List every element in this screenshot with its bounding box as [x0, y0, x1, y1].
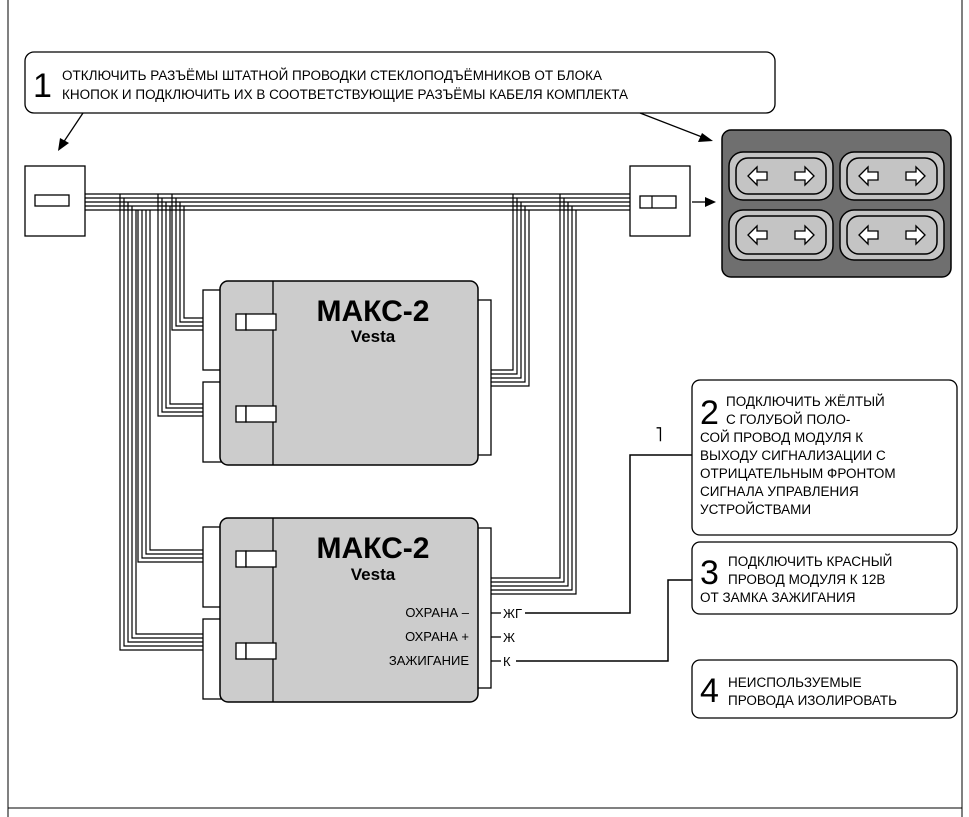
note-1-arrows: [58, 112, 713, 151]
note-2-line-1: ПОДКЛЮЧИТЬ ЖЁЛТЫЙ: [726, 394, 885, 409]
arrow-head-left-icon: [58, 138, 69, 151]
harness-left-down: [119, 194, 205, 651]
right-connector-plug: [639, 195, 677, 209]
note-4-line-2: ПРОВОДА ИЗОЛИРОВАТЬ: [728, 693, 897, 708]
panel-key-2: [839, 151, 945, 201]
harness-top-module-a: [157, 194, 205, 417]
pin-label-ignition: ЗАЖИГАНИЕ: [389, 653, 469, 668]
note-2-line-7: УСТРОЙСТВАМИ: [700, 502, 811, 517]
arrow-right-icon: [794, 224, 815, 246]
note-3-line-3: ОТ ЗАМКА ЗАЖИГАНИЯ: [700, 590, 855, 605]
module-top-right-connector: [476, 299, 492, 456]
note-4-box: [691, 659, 958, 719]
note-3-line-2: ПРОВОД МОДУЛЯ К 12В: [728, 572, 885, 587]
wire-to-alarm-output: [525, 454, 692, 614]
harness-left-lower-upper: [137, 210, 205, 563]
module-top: МАКС-2 Vesta: [202, 280, 492, 466]
pin-label-alarm-plus: ОХРАНА +: [405, 629, 469, 644]
wire-code-yellow: Ж: [503, 630, 515, 645]
left-stock-connector: [24, 165, 86, 237]
note-2: 2 ПОДКЛЮЧИТЬ ЖЁЛТЫЙ С ГОЛУБОЙ ПОЛО- СОЙ …: [691, 379, 958, 536]
note-3: 3 ПОДКЛЮЧИТЬ КРАСНЫЙ ПРОВОД МОДУЛЯ К 12В…: [691, 541, 958, 615]
wire-code-yellow-blue: ЖГ: [503, 606, 522, 621]
module-top-socket-1: [235, 313, 277, 331]
note-3-number: 3: [700, 554, 719, 592]
panel-key-1: [728, 151, 834, 201]
harness-main-horizontal: [85, 193, 630, 211]
module-wires: ЖГ Ж К ˥: [491, 424, 692, 669]
note-2-line-6: СИГНАЛА УПРАВЛЕНИЯ: [700, 484, 859, 499]
module-bottom: МАКС-2 Vesta ОХРАНА – ОХРАНА + ЗАЖИГАНИЕ: [202, 517, 492, 703]
note-1-number: 1: [33, 67, 52, 105]
arrow-left-icon: [747, 224, 768, 246]
arrow-right-icon: [905, 165, 926, 187]
note-2-line-3: СОЙ ПРОВОД МОДУЛЯ К: [700, 430, 863, 445]
panel-key-4: [839, 209, 945, 261]
note-2-line-4: ВЫХОДУ СИГНАЛИЗАЦИИ С: [700, 448, 886, 463]
note-4: 4 НЕИСПОЛЬЗУЕМЫЕ ПРОВОДА ИЗОЛИРОВАТЬ: [691, 659, 958, 719]
negative-edge-signal-icon: ˥: [655, 424, 663, 446]
module-top-socket-2: [235, 405, 277, 423]
harness-top-module-b: [171, 194, 205, 331]
module-top-body: [219, 280, 479, 466]
note-3-box: [691, 541, 958, 615]
left-connector-slot: [34, 194, 70, 207]
pin-label-alarm-minus: ОХРАНА –: [405, 605, 469, 620]
note-1-box: [24, 51, 776, 114]
module-bottom-socket-1: [235, 550, 277, 568]
note-2-line-5: ОТРИЦАТЕЛЬНЫМ ФРОНТОМ: [700, 466, 896, 481]
module-bottom-body: [219, 517, 479, 703]
arrow-left-icon: [858, 224, 879, 246]
harness-right-top-module: [490, 194, 530, 387]
harness-right-bottom-module: [490, 194, 577, 595]
note-2-line-2: С ГОЛУБОЙ ПОЛО-: [726, 412, 850, 427]
note-1: 1 ОТКЛЮЧИТЬ РАЗЪЁМЫ ШТАТНОЙ ПРОВОДКИ СТЕ…: [24, 51, 776, 114]
note-4-line-1: НЕИСПОЛЬЗУЕМЫЕ: [728, 675, 862, 690]
arrow-head-right-icon: [698, 133, 713, 142]
arrow-left-icon: [747, 165, 768, 187]
note-2-number: 2: [700, 394, 719, 432]
note-3-line-1: ПОДКЛЮЧИТЬ КРАСНЫЙ: [728, 554, 892, 569]
module-bottom-socket-2: [235, 642, 277, 660]
note-1-line-2: КНОПОК И ПОДКЛЮЧИТЬ ИХ В СООТВЕТСТВУЮЩИЕ…: [62, 87, 628, 102]
note-2-box: [691, 379, 958, 536]
panel-key-3: [728, 209, 834, 261]
arrow-right-icon: [905, 224, 926, 246]
wire-to-ignition: [516, 579, 692, 662]
module-top-subtitle: Vesta: [351, 327, 396, 346]
right-kit-connector: [629, 165, 716, 237]
note-4-number: 4: [700, 672, 719, 710]
wire-code-red: К: [503, 654, 511, 669]
arrow-right-icon: [794, 165, 815, 187]
module-bottom-right-connector: [476, 527, 492, 689]
arrow-left-icon: [858, 165, 879, 187]
connector-to-panel-arrow-icon: [705, 197, 716, 207]
module-bottom-subtitle: Vesta: [351, 565, 396, 584]
window-button-panel: [721, 129, 952, 278]
harness-cables: [85, 193, 630, 651]
note-1-line-1: ОТКЛЮЧИТЬ РАЗЪЁМЫ ШТАТНОЙ ПРОВОДКИ СТЕКЛ…: [62, 68, 602, 83]
module-top-title: МАКС-2: [317, 295, 430, 328]
module-bottom-title: МАКС-2: [317, 532, 430, 565]
